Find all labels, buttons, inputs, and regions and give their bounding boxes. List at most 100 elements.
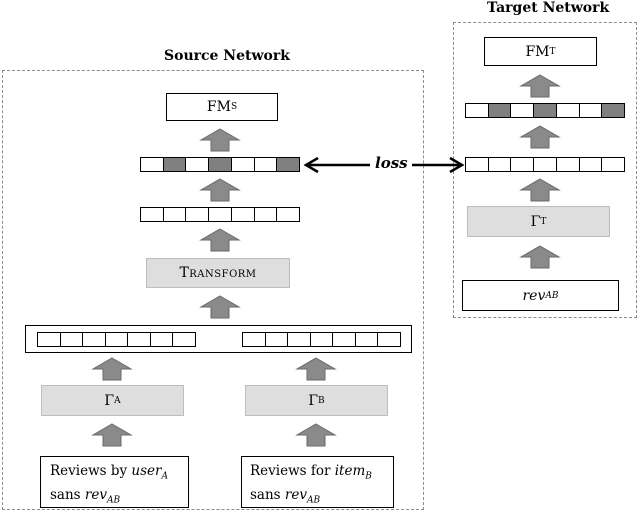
vector-cell [265, 332, 289, 347]
vector-cell [488, 103, 512, 118]
reviews-item-sans: sans [250, 486, 285, 503]
vector-cell [602, 103, 625, 118]
vector-cell [556, 103, 580, 118]
vector-cell [602, 157, 625, 172]
concat-vector-right [242, 332, 401, 347]
reviews-item-rev-sub: AB [306, 495, 321, 506]
reviews-user-rev-sub: AB [106, 495, 121, 506]
gamma-a-sub: A [114, 395, 121, 406]
vector-cell [288, 332, 311, 347]
reviews-item-var: item [334, 463, 366, 479]
vector-cell [556, 157, 580, 172]
vector-cell [150, 332, 174, 347]
vector-cell [466, 157, 489, 172]
fm-target-label: FM [525, 43, 550, 60]
vector-cell [105, 332, 129, 347]
up-arrow-icon [199, 128, 241, 152]
vector-cell [277, 157, 300, 172]
rev-ab-sub: AB [545, 290, 559, 301]
gamma-a-label: Γ [104, 392, 115, 409]
vector-cell [579, 157, 603, 172]
up-arrow-icon [519, 74, 561, 98]
vector-cell [38, 332, 61, 347]
gamma-b-label: Γ [308, 392, 319, 409]
up-arrow-icon [91, 423, 133, 447]
reviews-user-var: user [131, 463, 162, 479]
reviews-user-box [40, 456, 189, 508]
vector-cell [141, 207, 164, 222]
reviews-item-sub: B [365, 471, 372, 482]
reviews-item-prefix: Reviews for [250, 463, 335, 479]
transform-label: Transform [179, 265, 257, 281]
fm-source-label: FM [206, 99, 231, 115]
up-arrow-icon [199, 295, 241, 319]
reviews-user-text: Reviews by userA sans revAB [50, 462, 168, 509]
source-network-frame [2, 70, 424, 510]
vector-cell [333, 332, 356, 347]
reviews-user-sub: A [161, 471, 169, 482]
vector-cell [163, 207, 187, 222]
vector-cell [277, 207, 300, 222]
vector-cell [128, 332, 151, 347]
up-arrow-icon [295, 423, 337, 447]
gamma-t-label: Γ [530, 213, 541, 230]
reviews-item-box [241, 456, 394, 508]
concat-vector-left [37, 332, 196, 347]
vector-cell [511, 157, 535, 172]
up-arrow-icon [519, 245, 561, 269]
vector-cell [243, 332, 266, 347]
target-hidden-vector [465, 157, 625, 172]
vector-cell [209, 157, 232, 172]
vector-cell [186, 157, 210, 172]
gamma-b-sub: B [318, 395, 325, 406]
reviews-item-rev: rev [284, 486, 307, 503]
source-output-vector [140, 157, 300, 172]
vector-cell [209, 207, 232, 222]
vector-cell [355, 332, 379, 347]
vector-cell [231, 157, 255, 172]
vector-cell [488, 157, 512, 172]
vector-cell [310, 332, 334, 347]
reviews-user-sans: sans [50, 486, 85, 503]
reviews-user-prefix: Reviews by [50, 463, 132, 479]
vector-cell [534, 157, 557, 172]
vector-cell [534, 103, 557, 118]
vector-cell [231, 207, 255, 222]
reviews-user-rev: rev [84, 486, 107, 503]
vector-cell [466, 103, 489, 118]
reviews-item-text: Reviews for itemB sans revAB [250, 462, 372, 509]
gamma-t-sub: T [540, 216, 547, 227]
fm-target-sub: T [549, 46, 556, 57]
vector-cell [378, 332, 401, 347]
transform-box: Transform [146, 258, 290, 288]
vector-cell [83, 332, 106, 347]
up-arrow-icon [199, 228, 241, 252]
vector-cell [254, 157, 278, 172]
target-network-title: Target Network [487, 0, 610, 16]
vector-cell [173, 332, 196, 347]
vector-cell [254, 207, 278, 222]
vector-cell [511, 103, 535, 118]
up-arrow-icon [199, 178, 241, 202]
up-arrow-icon [295, 357, 337, 381]
up-arrow-icon [519, 178, 561, 202]
vector-cell [141, 157, 164, 172]
up-arrow-icon [91, 357, 133, 381]
vector-cell [60, 332, 84, 347]
vector-cell [579, 103, 603, 118]
vector-cell [186, 207, 210, 222]
up-arrow-icon [519, 125, 561, 149]
source-network-title: Source Network [164, 48, 290, 64]
source-hidden-vector [140, 207, 300, 222]
loss-label: loss [375, 154, 408, 172]
target-output-vector [465, 103, 625, 118]
vector-cell [163, 157, 187, 172]
rev-ab-label: rev [522, 287, 546, 304]
